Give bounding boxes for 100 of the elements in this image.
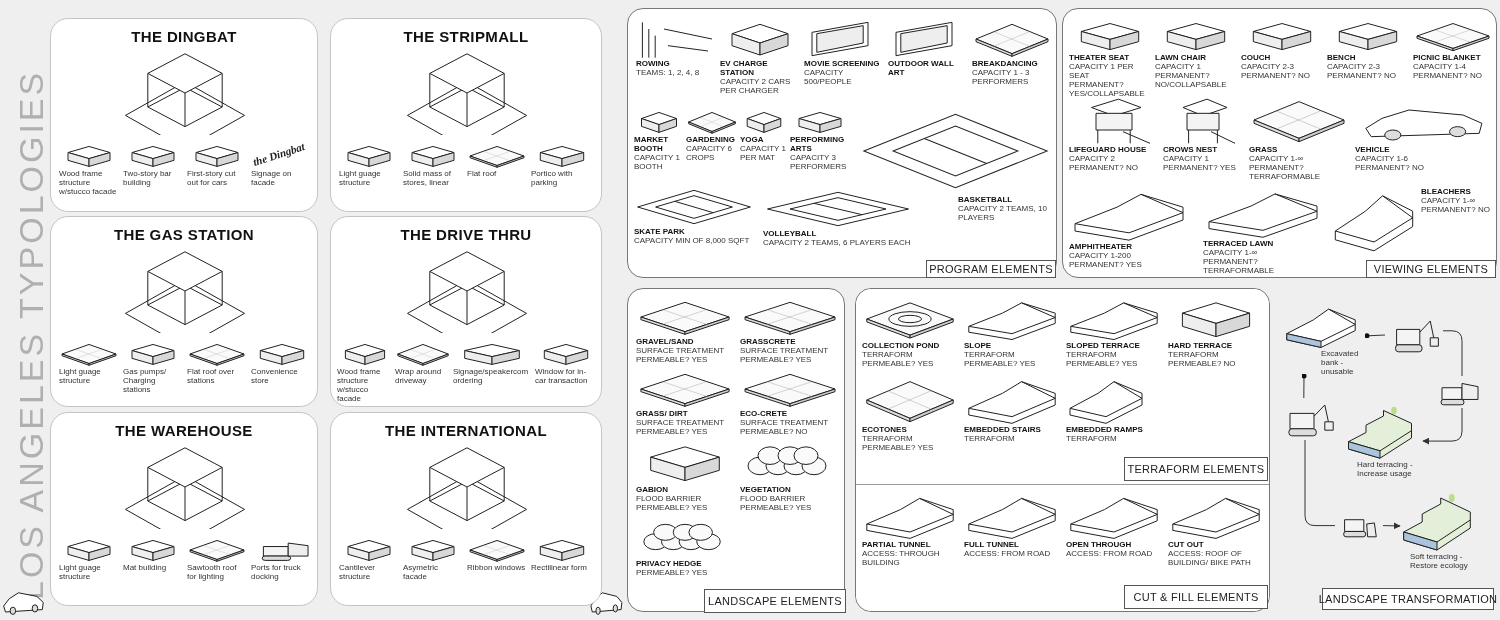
element-name: TERRACED LAWN — [1203, 239, 1275, 248]
element-description: CAPACITY 2 TEAMS, 6 PLAYERS EACH — [763, 238, 912, 247]
element-name: ECOTONES — [862, 425, 908, 434]
stage-caption: Excavated bank -unusable — [1321, 349, 1360, 376]
typology-card — [330, 18, 602, 212]
feature-caption: Signage on facade — [251, 169, 293, 187]
element-panel — [627, 8, 1057, 278]
section-title: TERRAFORM ELEMENTS — [1124, 457, 1268, 481]
section-title: VIEWING ELEMENTS — [1366, 260, 1496, 278]
element-description: PERMEABLE? YES — [1066, 359, 1139, 368]
card-title: THE GAS STATION — [113, 225, 255, 245]
element-description: CAPACITY 3 PERFORMERS — [790, 153, 848, 171]
element-description: PERMANENT? NO/COLLAPSABLE — [1155, 71, 1228, 89]
element-description: TERRAFORM — [862, 434, 914, 443]
feature-caption: Wood frame structure w/stucco facade — [337, 367, 382, 403]
card-title: THE INTERNATIONAL — [385, 421, 547, 441]
element-name: ECO-CRETE — [740, 409, 789, 418]
feature-caption: Flat roof over stations — [187, 367, 236, 385]
typology-card — [330, 216, 602, 407]
feature-caption: Flat roof — [467, 169, 498, 178]
element-name: GRASSCRETE — [740, 337, 797, 346]
card-title: THE DINGBAT — [131, 27, 237, 47]
element-description: TEAMS: 1, 2, 4, 8 — [636, 68, 701, 77]
element-description: CAPACITY 2-3 — [1241, 62, 1296, 71]
feature-caption: Window for in-car transaction — [535, 367, 589, 385]
element-description: SURFACE TREATMENT — [636, 418, 726, 427]
element-description: PERMANENT? TERRAFORMABLE — [1249, 163, 1322, 181]
section-title: LANDSCAPE ELEMENTS — [704, 589, 846, 613]
element-name: AMPHITHEATER — [1069, 242, 1133, 251]
connector-arrow — [1382, 522, 1401, 530]
element-description: TERRAFORM — [964, 434, 1016, 443]
element-description: CAPACITY 1-6 — [1355, 154, 1410, 163]
element-description: TERRAFORM — [1168, 350, 1220, 359]
element-description: PERMEABLE? NO — [740, 427, 809, 436]
element-name: EMBEDDED STAIRS — [964, 425, 1042, 434]
card-title: THE STRIPMALL — [403, 27, 529, 47]
element-name: PERFORMING ARTS — [790, 135, 846, 153]
signage-script-text: the Dingbat — [250, 139, 307, 170]
element-name: GABION — [636, 485, 669, 494]
element-description: PERMANENT? NO — [1069, 163, 1139, 172]
element-description: CAPACITY 1-∞ — [1421, 196, 1477, 205]
element-panel — [627, 288, 845, 612]
element-name: VOLLEYBALL — [763, 229, 818, 238]
element-description: CAPACITY 1-∞ — [1249, 154, 1305, 163]
element-name: YOGA — [740, 135, 765, 144]
element-name: BREAKDANCING — [972, 59, 1039, 68]
typology-card — [50, 216, 318, 407]
feature-caption: Portico with parking — [531, 169, 574, 187]
element-name: HARD TERRACE — [1168, 341, 1233, 350]
card-title: THE WAREHOUSE — [115, 421, 253, 441]
element-description: PERMEABLE? YES — [636, 355, 709, 364]
element-description: CAPACITY 1 PER SEAT — [1069, 62, 1135, 80]
element-name: GARDENING — [686, 135, 736, 144]
feature-caption: Rectilinear form — [531, 563, 588, 572]
element-name: GRASS — [1249, 145, 1279, 154]
element-description: ACCESS: FROM ROAD — [1066, 549, 1154, 558]
element-name: OUTDOOR WALL ART — [888, 59, 955, 77]
feature-caption: First-story cut out for cars — [187, 169, 237, 187]
card-title: THE DRIVE THRU — [400, 225, 532, 245]
element-description: CAPACITY 1 - 3 PERFORMERS — [972, 68, 1031, 86]
typology-card — [50, 18, 318, 212]
element-name: SKATE PARK — [634, 227, 686, 236]
element-description: PERMANENT? NO — [1355, 163, 1425, 172]
element-description: SURFACE TREATMENT — [636, 346, 726, 355]
feature-caption: Mat building — [123, 563, 168, 572]
element-description: PERMEABLE? YES — [636, 503, 709, 512]
element-description: PERMANENT? NO — [1413, 71, 1483, 80]
element-description: PERMANENT? NO — [1327, 71, 1397, 80]
element-description: TERRAFORM — [1066, 350, 1118, 359]
element-name: PARTIAL TUNNEL — [862, 540, 932, 549]
element-description: CAPACITY 6 CROPS — [686, 144, 733, 162]
element-description: PERMEABLE? YES — [740, 355, 813, 364]
feature-caption: Ports for truck docking — [251, 563, 302, 581]
element-description: SURFACE TREATMENT — [740, 346, 830, 355]
element-description: TERRAFORM — [964, 350, 1016, 359]
element-name: LIFEGUARD HOUSE — [1069, 145, 1148, 154]
element-name: PRIVACY HEDGE — [636, 559, 703, 568]
feature-caption: Cantilever structure — [339, 563, 376, 581]
element-name: THEATER SEAT — [1069, 53, 1131, 62]
stage-caption: Hard terracing -Increase usage — [1357, 460, 1414, 478]
element-description: PERMEABLE? YES — [964, 359, 1037, 368]
section-title: PROGRAM ELEMENTS — [926, 260, 1056, 278]
feature-caption: Wrap around driveway — [395, 367, 443, 385]
feature-caption: Light guage structure — [59, 367, 102, 385]
element-description: SURFACE TREATMENT — [740, 418, 830, 427]
element-description: CAPACITY 2-3 — [1327, 62, 1382, 71]
feature-caption: Wood frame structure w/stucco facade — [59, 169, 118, 196]
feature-caption: Gas pumps/ Charging stations — [123, 367, 168, 394]
element-name: BLEACHERS — [1421, 187, 1472, 196]
element-name: COUCH — [1241, 53, 1272, 62]
feature-caption: Light guage structure — [339, 169, 382, 187]
element-description: CAPACITY 1-200 — [1069, 251, 1132, 260]
element-description: CAPACITY 1 — [1163, 154, 1210, 163]
element-name: FULL TUNNEL — [964, 540, 1020, 549]
element-panel — [855, 288, 1270, 612]
element-name: EMBEDDED RAMPS — [1066, 425, 1144, 434]
element-description: PERMEABLE? YES — [636, 568, 709, 577]
element-description: ACCESS: FROM ROAD — [964, 549, 1052, 558]
element-description: PERMEABLE? YES — [862, 359, 935, 368]
panel-section — [856, 289, 1269, 485]
